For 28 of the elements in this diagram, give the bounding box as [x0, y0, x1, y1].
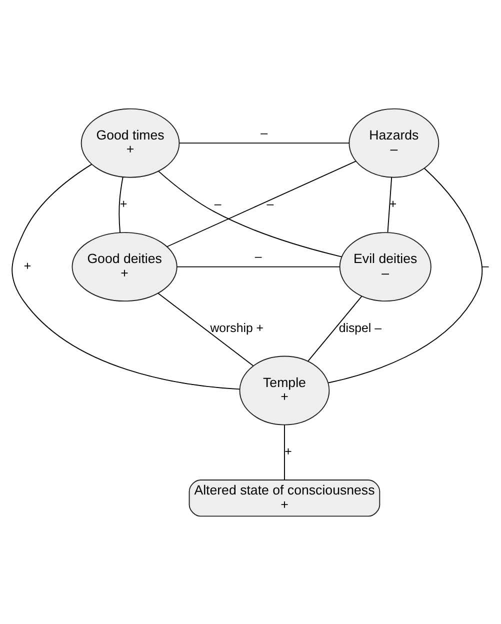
connector [158, 170, 342, 257]
connector [118, 176, 124, 232]
edge-label: + [284, 444, 292, 458]
connector [176, 266, 340, 267]
node-ellipse: Evil deities – [339, 232, 432, 302]
edge-label: – [260, 125, 268, 140]
connector [166, 160, 356, 247]
node-box: Altered state of consciousness + [188, 479, 380, 516]
connector [12, 163, 240, 390]
connector [387, 176, 392, 232]
node-ellipse: Good deities + [72, 232, 178, 302]
edge-label: – [254, 249, 262, 264]
connector [328, 167, 483, 383]
connector [158, 292, 254, 366]
edge-label: worship + [210, 320, 264, 334]
edge-label: – [214, 196, 222, 211]
edge-label: – [266, 196, 274, 211]
connector [178, 142, 350, 144]
node-ellipse: Hazards – [348, 108, 440, 178]
connector [284, 424, 285, 480]
edge-label: dispel – [338, 320, 382, 334]
edge-label: + [120, 196, 128, 211]
node-ellipse: Temple + [239, 355, 330, 425]
edge-label: + [389, 196, 397, 211]
node-ellipse: Good times + [80, 108, 180, 178]
edge-label: – [482, 258, 489, 273]
connector [308, 295, 362, 362]
edge-label: + [24, 258, 32, 273]
